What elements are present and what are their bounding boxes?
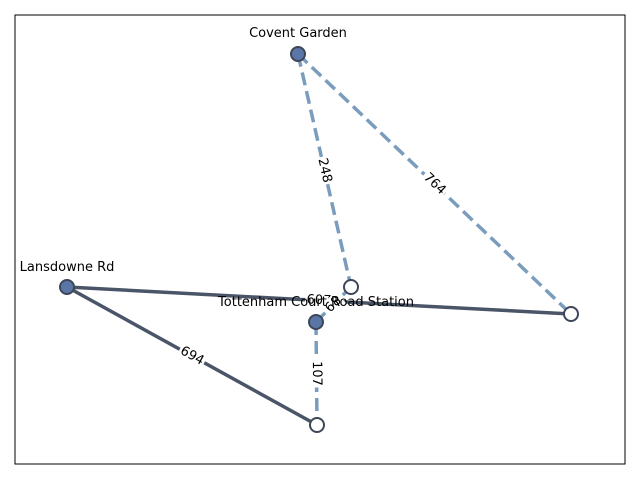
node-label-tcr: Tottenham Court Road Station <box>217 295 414 310</box>
edge-label-background <box>320 291 347 318</box>
node-n4 <box>343 279 359 295</box>
node-cg <box>290 46 306 62</box>
plot-frame <box>14 14 626 465</box>
node-label-cg: Covent Garden <box>249 26 347 41</box>
edge-cg-n5 <box>296 52 573 316</box>
edge-weight-label: 107 <box>309 361 324 386</box>
edge-weight-label: 248 <box>314 157 334 185</box>
edge-tcr-n6 <box>314 321 319 426</box>
node-lr <box>59 279 75 295</box>
edge-label-tcr-n4: 68 <box>320 291 347 318</box>
edge-label-background <box>308 359 325 388</box>
node-n6 <box>309 417 325 433</box>
nodes-layer <box>59 46 579 433</box>
edge-label-tcr-n6: 107 <box>308 359 325 388</box>
edge-label-cg-n4: 248 <box>313 155 336 186</box>
edge-label-background <box>175 342 209 370</box>
node-tcr <box>308 314 324 330</box>
node-n5 <box>563 306 579 322</box>
node-label-lr: Lansdowne Rd <box>20 260 115 275</box>
edge-label-background <box>313 155 336 186</box>
edge-label-background <box>418 168 451 200</box>
